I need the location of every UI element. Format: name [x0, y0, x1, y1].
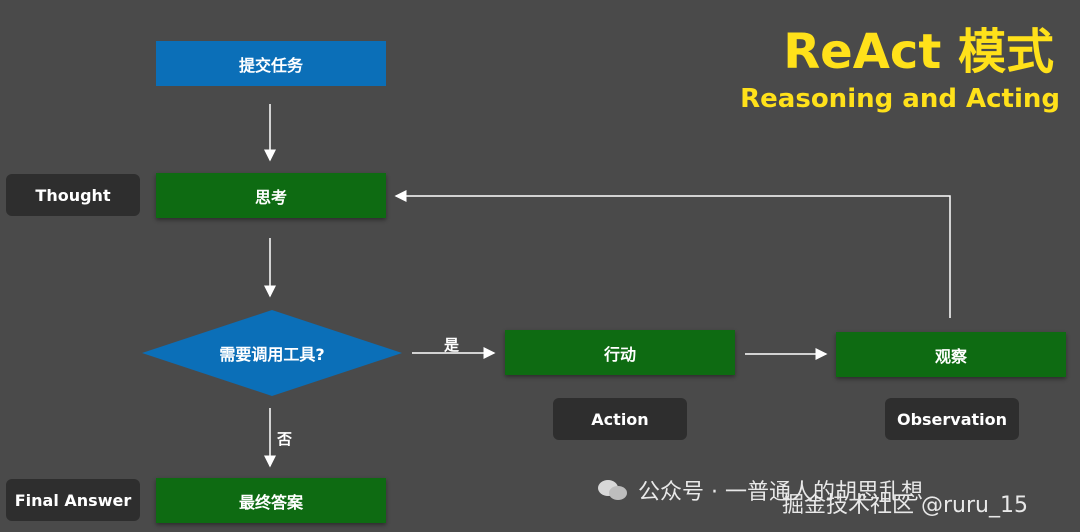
- node-think: 思考: [156, 173, 386, 218]
- node-observe: 观察: [836, 332, 1066, 377]
- node-final-answer: 最终答案: [156, 478, 386, 523]
- tag-final-answer: Final Answer: [6, 479, 140, 521]
- watermark-line2: 掘金技术社区 @ruru_15: [782, 493, 1028, 518]
- watermark-line1: 公众号 · 一普通人的胡思乱想: [638, 480, 923, 505]
- edge-label-no: 否: [277, 430, 293, 448]
- tag-observation: Observation: [885, 398, 1019, 440]
- diagram-title: ReAct 模式: [783, 24, 1054, 80]
- node-decision-label: 需要调用工具?: [219, 345, 325, 364]
- diagram-subtitle: Reasoning and Acting: [740, 84, 1060, 114]
- arrow-observe-to-think: [394, 190, 951, 318]
- tag-action: Action: [553, 398, 687, 440]
- node-action: 行动: [505, 330, 735, 375]
- watermark-wechat: 公众号 · 一普通人的胡思乱想: [598, 474, 923, 506]
- tag-thought: Thought: [6, 174, 140, 216]
- node-decision-diamond: [142, 310, 402, 396]
- edge-label-yes: 是: [444, 336, 460, 354]
- node-submit-task: 提交任务: [156, 41, 386, 86]
- wechat-icon: [598, 478, 628, 502]
